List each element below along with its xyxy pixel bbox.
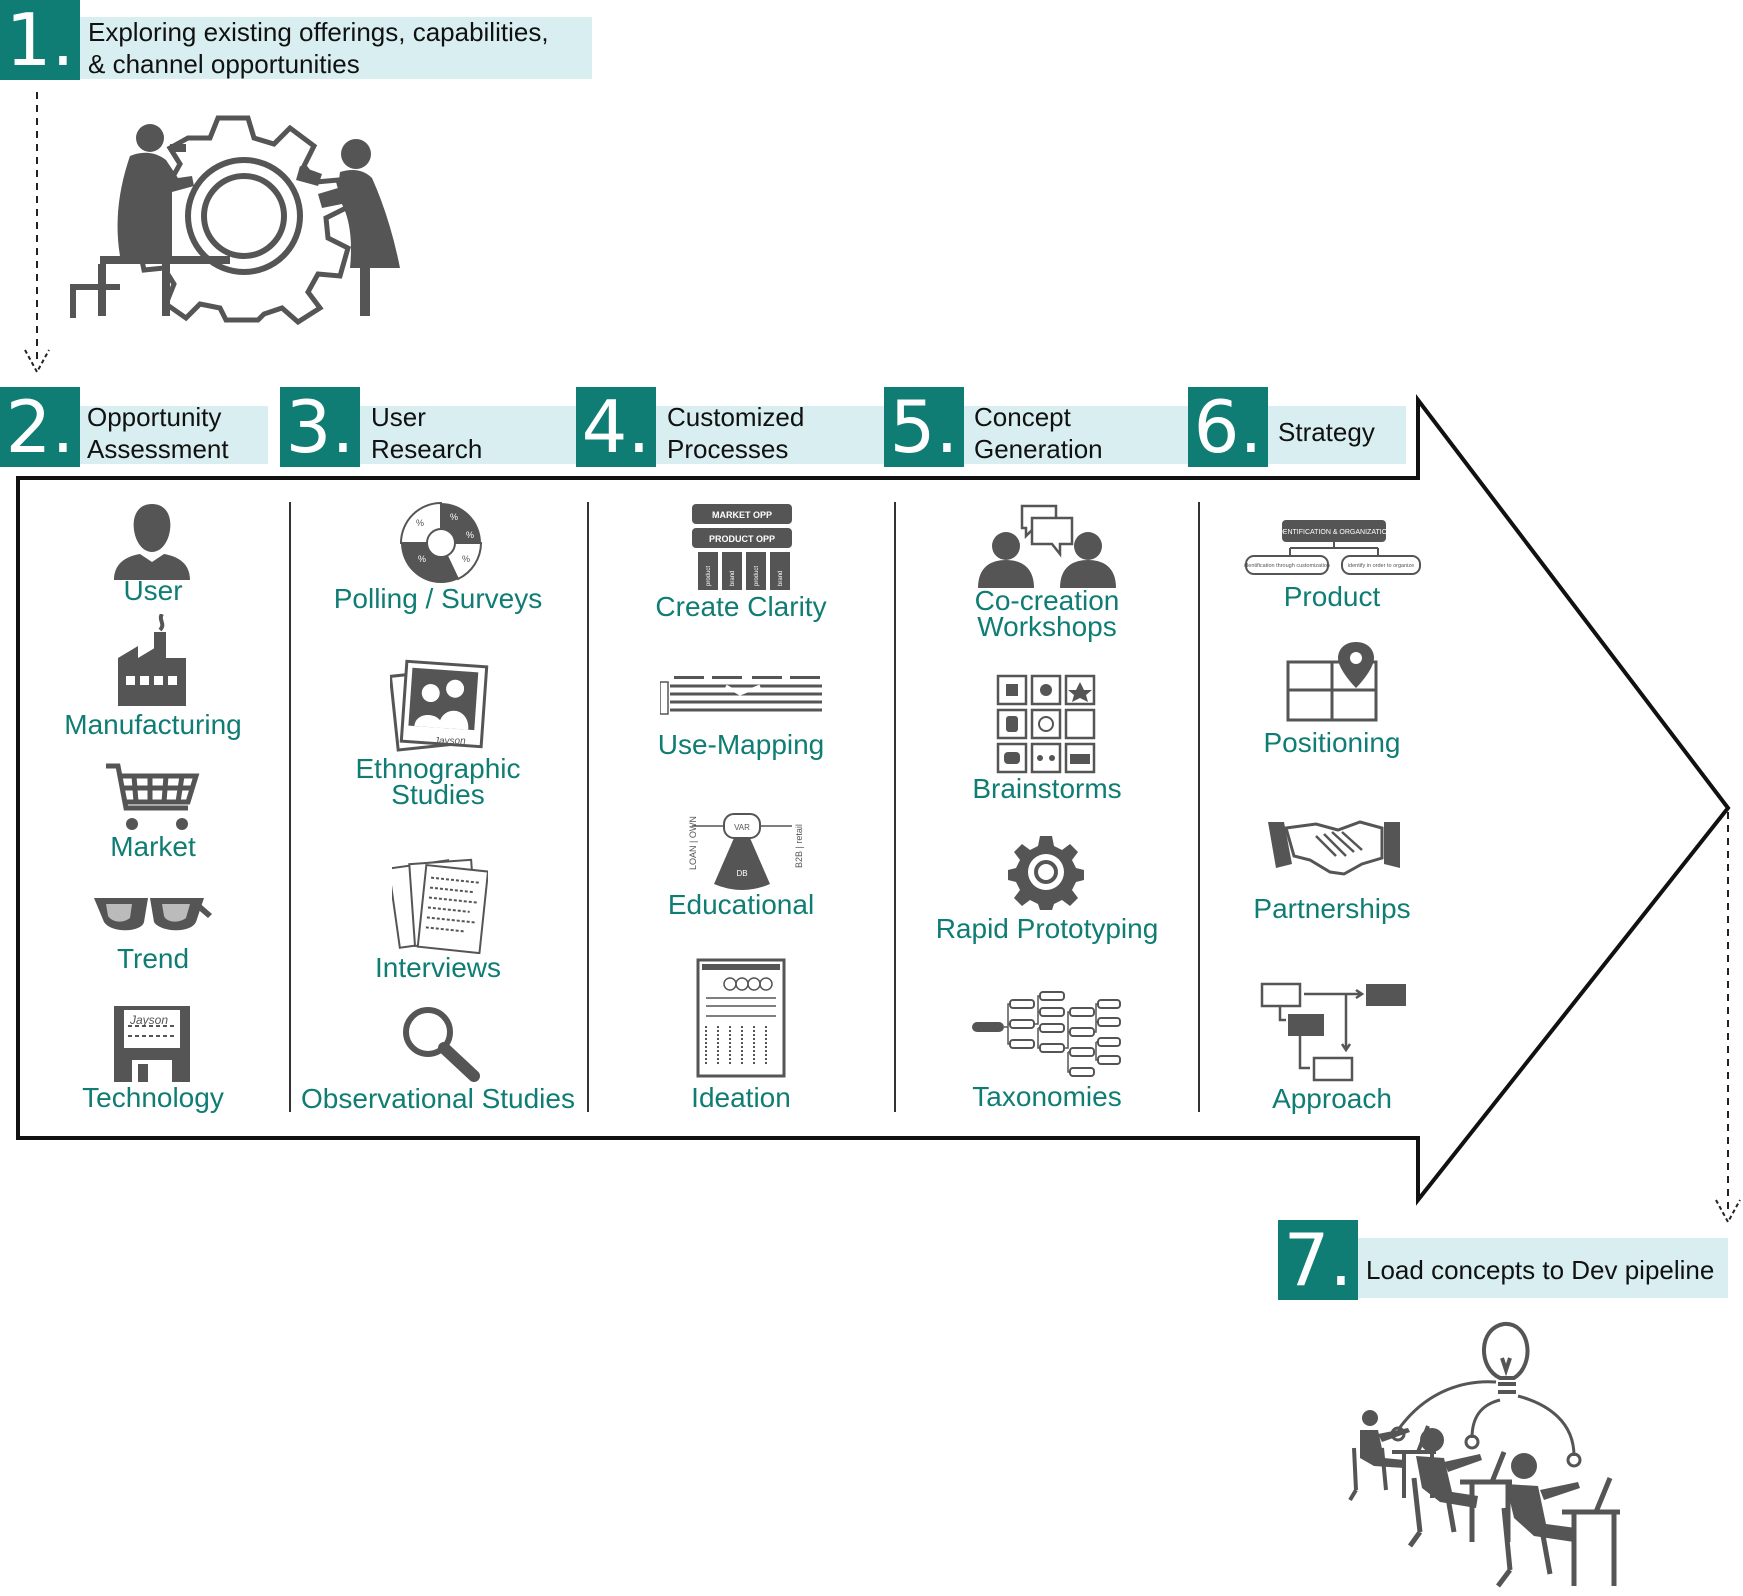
brainstorm-grid-icon <box>996 674 1096 774</box>
pct-label: % <box>462 554 470 564</box>
step-2-number: 2. <box>0 387 80 467</box>
pct-label: % <box>418 554 426 564</box>
item-manufacturing: Manufacturing <box>64 709 242 740</box>
interview-papers-icon <box>392 858 488 954</box>
item-co-creation-workshops: Co-creation Workshops <box>974 585 1120 642</box>
pct-label: % <box>450 512 458 522</box>
column-divider <box>587 502 589 1112</box>
gear-icon <box>1008 836 1084 910</box>
item-observational-studies: Observational Studies <box>301 1083 575 1114</box>
item-educational: Educational <box>667 889 815 920</box>
user-icon <box>114 504 190 580</box>
step-1-band <box>78 17 592 79</box>
step-5-label: Concept Generation <box>974 402 1103 464</box>
step-6-label: Strategy <box>1278 417 1375 447</box>
factory-icon <box>118 614 186 706</box>
item-create-clarity: Create Clarity <box>655 591 827 622</box>
pct-label: % <box>416 518 424 528</box>
step-7-number: 7. <box>1278 1220 1358 1300</box>
item-brainstorms: Brainstorms <box>972 773 1122 804</box>
item-ideation: Ideation <box>691 1082 791 1113</box>
step-4-label: Customized Processes <box>667 402 805 464</box>
item-polling-surveys: Polling / Surveys <box>333 583 543 614</box>
step-2-band <box>78 406 268 464</box>
id-cust-label: identification through customization <box>1244 563 1330 569</box>
step-5-band <box>960 406 1200 464</box>
create-clarity-icon: MARKET OPP PRODUCT OPP product brand pro… <box>692 504 792 590</box>
step-6-band <box>1264 406 1406 464</box>
brand-label: brand <box>778 571 784 586</box>
item-approach: Approach <box>1272 1083 1392 1114</box>
item-positioning: Positioning <box>1263 727 1401 758</box>
step-3-number: 3. <box>280 387 360 467</box>
item-use-mapping: Use-Mapping <box>657 729 825 760</box>
step-6-number: 6. <box>1188 387 1268 467</box>
db-label: DB <box>736 869 747 878</box>
product-hierarchy-icon: IDENTIFICATION & ORGANIZATION identifica… <box>1244 520 1421 575</box>
taxonomy-tree-icon <box>972 991 1121 1077</box>
shopping-cart-icon <box>106 763 200 830</box>
educational-diagram-icon: LOAN | OWN B2B | retail VAR DB <box>688 813 804 890</box>
ideation-sheet-icon <box>696 958 786 1078</box>
item-market: Market <box>110 831 196 862</box>
item-user: User <box>123 575 183 606</box>
signature-text: Jayson <box>129 1013 168 1027</box>
item-partnerships: Partnerships <box>1253 893 1411 924</box>
item-technology: Technology <box>82 1082 224 1113</box>
column-divider <box>289 502 291 1112</box>
step-3-label: User Research <box>371 402 483 464</box>
item-interviews: Interviews <box>374 952 502 983</box>
co-creation-icon <box>978 504 1116 588</box>
item-product: Product <box>1283 581 1381 612</box>
step-7-label: Load concepts to Dev pipeline <box>1366 1255 1715 1285</box>
product-opp-label: PRODUCT OPP <box>709 534 775 544</box>
map-location-pin-icon <box>1286 642 1378 722</box>
item-taxonomies: Taxonomies <box>972 1081 1122 1112</box>
sunglasses-icon <box>94 898 212 931</box>
id-order-label: identify in order to organize <box>1348 563 1414 569</box>
gear-workers-illustration <box>70 115 400 326</box>
magnifying-glass-icon <box>403 1007 480 1082</box>
photos-icon: Jayson <box>390 659 489 752</box>
loan-own-label: LOAN | OWN <box>688 816 698 870</box>
step-4-band <box>652 406 892 464</box>
column-divider <box>1198 502 1200 1112</box>
market-opp-label: MARKET OPP <box>712 510 772 520</box>
handshake-icon <box>1268 820 1400 876</box>
step-3-band <box>356 406 576 464</box>
step-7-band <box>1354 1238 1728 1298</box>
floppy-disk-icon: Jayson <box>114 1006 190 1082</box>
step-2-label: Opportunity Assessment <box>87 402 229 464</box>
product-label: product <box>754 566 760 586</box>
item-trend: Trend <box>116 943 190 974</box>
step-5-number: 5. <box>884 387 964 467</box>
approach-flowchart-icon <box>1260 982 1406 1082</box>
column-divider <box>894 502 896 1112</box>
step-1-number: 1. <box>0 0 80 80</box>
id-org-label: IDENTIFICATION & ORGANIZATION <box>1276 529 1392 536</box>
brand-label: brand <box>730 571 736 586</box>
step-4-number: 4. <box>576 387 656 467</box>
item-rapid-prototyping: Rapid Prototyping <box>935 913 1159 944</box>
signature-text: Jayson <box>433 736 466 747</box>
var-label: VAR <box>734 823 750 832</box>
team-idea-illustration <box>1348 1321 1620 1588</box>
step-1-label: Exploring existing offerings, capabiliti… <box>88 17 549 79</box>
b2b-retail-label: B2B | retail <box>794 824 804 868</box>
item-ethnographic-studies: Ethnographic Studies <box>355 753 521 810</box>
pie-chart-icon: % % % % % <box>399 501 483 583</box>
product-label: product <box>706 566 712 586</box>
pct-label: % <box>466 530 474 540</box>
use-mapping-icon <box>660 676 822 715</box>
